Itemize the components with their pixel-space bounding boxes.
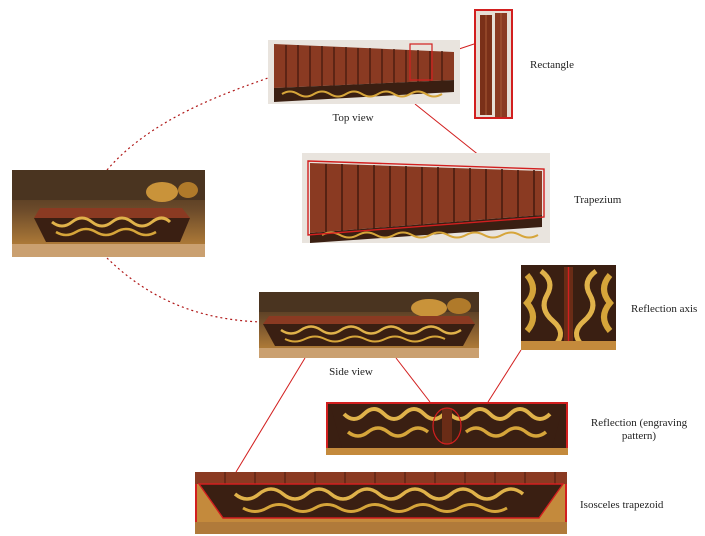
reflection-axis-zoom-photo — [521, 265, 616, 350]
isosceles-label: Isosceles trapezoid — [580, 499, 690, 512]
reflection-engraving-photo — [326, 402, 568, 455]
top-view-label: Top view — [318, 112, 388, 125]
reflection-label: Reflection (engraving pattern) — [580, 417, 698, 443]
rectangle-zoom-photo — [474, 9, 513, 119]
rectangle-label: Rectangle — [530, 59, 600, 72]
top-view-photo — [268, 40, 460, 104]
reflection-label-line2: pattern) — [580, 430, 698, 443]
isosceles-trapezoid-photo — [195, 472, 567, 534]
side-view-photo — [259, 292, 479, 358]
trapezium-photo — [302, 153, 550, 243]
link-reflection — [396, 358, 430, 402]
dotted-link-side — [107, 258, 262, 322]
dotted-link-top — [107, 78, 268, 170]
full-instrument-photo — [12, 170, 205, 257]
side-view-label: Side view — [316, 366, 386, 379]
link-isosceles — [236, 358, 305, 472]
reflection-label-line1: Reflection (engraving — [580, 417, 698, 430]
reflection-axis-label: Reflection axis — [631, 303, 705, 316]
trapezium-label: Trapezium — [574, 194, 644, 207]
link-reflection-axis — [488, 350, 521, 402]
